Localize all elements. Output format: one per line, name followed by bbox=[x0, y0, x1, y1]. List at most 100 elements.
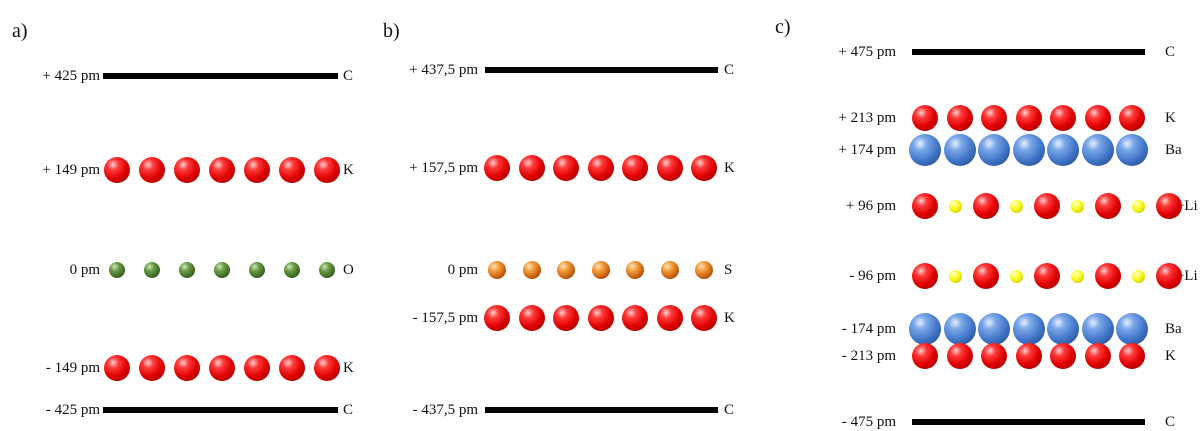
li-atom bbox=[949, 199, 962, 213]
k-atom bbox=[656, 305, 683, 331]
li-atom bbox=[1132, 199, 1145, 213]
layer-position-label: - 437,5 pm bbox=[412, 402, 478, 418]
k-atom bbox=[174, 157, 200, 183]
ba-atom bbox=[943, 134, 976, 166]
k-atom bbox=[279, 355, 305, 381]
k-atom bbox=[656, 155, 683, 181]
layer-element-label: C bbox=[343, 68, 354, 84]
li-atom bbox=[1071, 269, 1084, 283]
o-atom bbox=[109, 262, 125, 278]
k-atom bbox=[1119, 343, 1145, 369]
layer-element-label: C bbox=[343, 402, 354, 418]
k-atom bbox=[973, 263, 999, 289]
o-atom bbox=[214, 262, 230, 278]
layer-element-label: C bbox=[1165, 44, 1176, 60]
layer-position-label: + 96 pm bbox=[845, 198, 896, 214]
k-atom bbox=[244, 157, 270, 183]
k-atom bbox=[209, 157, 235, 183]
k-atom bbox=[1084, 343, 1111, 369]
ba-atom bbox=[1012, 134, 1045, 166]
layer-position-label: 0 pm bbox=[447, 262, 478, 278]
layer-position-label: + 437,5 pm bbox=[409, 62, 478, 78]
k-atom bbox=[314, 157, 340, 183]
li-atom bbox=[1010, 269, 1023, 283]
layer-element-label: C bbox=[724, 62, 735, 78]
layer-element-label: Ba bbox=[1165, 321, 1182, 337]
carbon-plate bbox=[103, 407, 338, 413]
s-atom bbox=[695, 261, 713, 279]
k-atom bbox=[1050, 105, 1076, 131]
panel-label: a) bbox=[12, 20, 28, 42]
o-atom bbox=[144, 262, 160, 278]
k-atom bbox=[1015, 343, 1042, 369]
layer-position-label: - 149 pm bbox=[45, 360, 100, 376]
layer-position-label: - 157,5 pm bbox=[412, 310, 478, 326]
o-atom bbox=[249, 262, 265, 278]
k-atom bbox=[1015, 105, 1042, 131]
k-atom bbox=[622, 155, 648, 181]
ba-atom bbox=[1047, 134, 1079, 166]
ba-atom bbox=[1012, 313, 1045, 345]
panel-label: c) bbox=[775, 16, 791, 38]
layer-position-label: - 96 pm bbox=[849, 268, 896, 284]
layer-element-label: K bbox=[1165, 348, 1176, 364]
layer-element-label: K bbox=[343, 360, 354, 376]
k-atom bbox=[1084, 105, 1111, 131]
k-atom bbox=[244, 355, 270, 381]
s-atom bbox=[660, 261, 679, 279]
layer-element-label: Ba bbox=[1165, 142, 1182, 158]
li-atom bbox=[1010, 199, 1023, 213]
k-atom bbox=[174, 355, 200, 381]
ba-atom bbox=[1116, 313, 1148, 345]
li-atom bbox=[949, 269, 962, 283]
layer-position-label: + 425 pm bbox=[42, 68, 100, 84]
k-atom bbox=[553, 305, 579, 331]
ba-atom bbox=[909, 313, 941, 345]
ba-atom bbox=[978, 313, 1010, 345]
k-atom bbox=[1095, 263, 1121, 289]
layer-position-label: + 157,5 pm bbox=[409, 160, 478, 176]
layer-position-label: - 174 pm bbox=[841, 321, 896, 337]
o-atom bbox=[179, 262, 195, 278]
k-atom bbox=[139, 355, 165, 381]
k-atom bbox=[484, 305, 510, 331]
k-atom bbox=[691, 155, 717, 181]
k-atom bbox=[973, 193, 999, 219]
k-atom bbox=[1050, 343, 1076, 369]
k-atom bbox=[1156, 193, 1182, 219]
o-atom bbox=[284, 262, 300, 278]
k-atom bbox=[912, 193, 938, 219]
k-atom bbox=[912, 343, 938, 369]
k-atom bbox=[209, 355, 235, 381]
ba-atom bbox=[1081, 313, 1114, 345]
k-atom bbox=[484, 155, 510, 181]
k-atom bbox=[691, 305, 717, 331]
layer-element-label: K bbox=[724, 160, 735, 176]
ba-atom bbox=[1047, 313, 1079, 345]
s-atom bbox=[557, 261, 575, 279]
k-atom bbox=[912, 105, 938, 131]
layer-element-label: O bbox=[343, 262, 354, 278]
k-atom bbox=[104, 355, 130, 381]
k-atom bbox=[518, 155, 545, 181]
k-atom bbox=[553, 155, 579, 181]
s-atom bbox=[522, 261, 541, 279]
k-atom bbox=[587, 155, 614, 181]
ba-atom bbox=[978, 134, 1010, 166]
k-atom bbox=[139, 157, 165, 183]
carbon-plate bbox=[912, 419, 1145, 425]
li-atom bbox=[1132, 269, 1145, 283]
panel-label: b) bbox=[383, 20, 400, 42]
ba-atom bbox=[1081, 134, 1114, 166]
ba-atom bbox=[943, 313, 976, 345]
s-atom bbox=[591, 261, 610, 279]
k-atom bbox=[1095, 193, 1121, 219]
s-atom bbox=[488, 261, 506, 279]
layer-position-label: - 425 pm bbox=[45, 402, 100, 418]
layer-position-label: + 149 pm bbox=[42, 162, 100, 178]
layer-element-label: K bbox=[343, 162, 354, 178]
ba-atom bbox=[909, 134, 941, 166]
carbon-plate bbox=[485, 407, 718, 413]
layer-position-label: + 475 pm bbox=[838, 44, 896, 60]
ba-atom bbox=[1116, 134, 1148, 166]
